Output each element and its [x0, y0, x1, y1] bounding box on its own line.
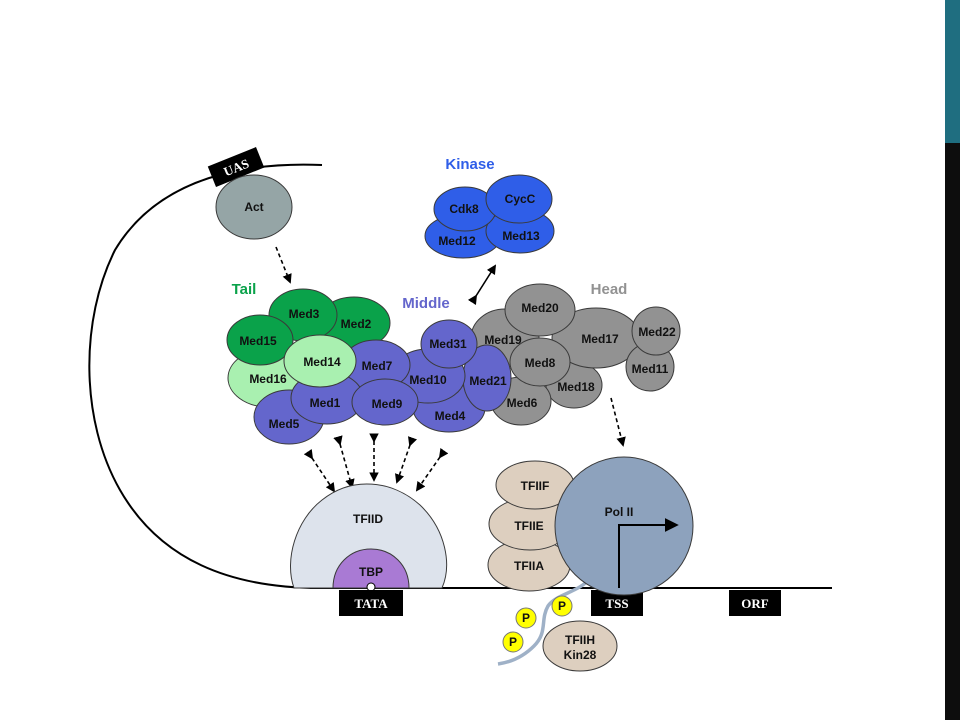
med9-label: Med9: [372, 397, 403, 411]
tfiif-label: TFIIF: [521, 479, 550, 493]
orf-label: ORF: [741, 596, 769, 611]
head-group-label: Head: [591, 281, 628, 298]
uas-element: UAS: [207, 147, 265, 187]
tfiid: TFIID TBP: [290, 483, 448, 592]
middle-group-label: Middle: [402, 295, 450, 312]
med2-label: Med2: [341, 317, 372, 331]
med15-bubble: [226, 314, 294, 366]
med18-label: Med18: [557, 380, 595, 394]
orf-element: ORF: [729, 590, 781, 616]
pol2-label: Pol II: [605, 505, 634, 519]
kinase-group-label: Kinase: [445, 156, 494, 173]
phospho-label: P: [509, 635, 517, 649]
tss-label: TSS: [605, 596, 628, 611]
act-oval: [215, 174, 293, 240]
tfiie-label: TFIIE: [514, 519, 543, 533]
med4-label: Med4: [435, 409, 466, 423]
med8-label: Med8: [525, 356, 556, 370]
sidebar-accent-bar: [945, 0, 960, 143]
med13-label: Med13: [502, 229, 540, 243]
act-label: Act: [244, 200, 263, 214]
tfiia-label: TFIIA: [514, 559, 544, 573]
med9-bubble: [351, 378, 419, 426]
kinase-core-arrow: [467, 264, 497, 306]
cycc-bubble: [485, 174, 553, 224]
tfiid-label: TFIID: [353, 512, 383, 526]
med21-label: Med21: [469, 374, 507, 388]
med14-bubble: [283, 334, 357, 388]
tbp-dna-hole: [366, 582, 376, 592]
med3-label: Med3: [289, 307, 320, 321]
tss-transcription-arrow: [618, 518, 679, 588]
tfiih-bubble: [542, 620, 618, 672]
phospho-dot: [502, 631, 524, 653]
tfiid-dome: [290, 483, 448, 589]
tbp-label: TBP: [359, 565, 383, 579]
med31-bubble: [420, 319, 478, 369]
phospho-label: P: [522, 611, 530, 625]
pol2: Pol II: [554, 456, 694, 596]
cdk8-label: Cdk8: [449, 202, 479, 216]
phospho-dot: [551, 595, 573, 617]
med7-label: Med7: [362, 359, 393, 373]
med17-label: Med17: [581, 332, 619, 346]
kinase-module: Med12 Med13 Cdk8 CycC: [424, 174, 555, 259]
med12-label: Med12: [438, 234, 476, 248]
middle-module: Med3 Med2 Med15 Med16 Med14 Med7 Med1 Me…: [239, 307, 512, 445]
head-to-pol2-arrow: [610, 397, 626, 447]
med1-label: Med1: [310, 396, 341, 410]
med15-label: Med15: [239, 334, 277, 348]
cycc-label: CycC: [505, 192, 536, 206]
pol2-ctd-tail: [497, 576, 592, 666]
med31-label: Med31: [429, 337, 467, 351]
dna-loop: [88, 163, 323, 589]
med5-label: Med5: [269, 417, 300, 431]
phospho-label: P: [558, 599, 566, 613]
med22-label: Med22: [638, 325, 676, 339]
act-to-tail-arrow: [275, 246, 292, 284]
phospho-groups: P P P: [502, 595, 573, 653]
activator: Act: [215, 174, 293, 240]
tfiih-label: TFIIH: [565, 633, 595, 647]
med16-label: Med16: [249, 372, 287, 386]
tata-label: TATA: [354, 596, 388, 611]
med6-label: Med6: [507, 396, 538, 410]
sidebar-dark-bar: [945, 143, 960, 720]
med10-label: Med10: [409, 373, 447, 387]
med20-label: Med20: [521, 301, 559, 315]
tail-group-label: Tail: [232, 281, 257, 298]
med22-bubble: [631, 306, 681, 356]
kin28-label: Kin28: [564, 648, 597, 662]
phospho-dot: [515, 607, 537, 629]
tata-element: TATA: [339, 590, 403, 616]
med14-label: Med14: [303, 355, 341, 369]
tfiih: TFIIH Kin28: [542, 620, 618, 672]
med8-bubble: [509, 337, 571, 387]
mediator-tfiid-arrows: [303, 433, 449, 493]
tbp-shape: [332, 548, 410, 589]
med20-bubble: [504, 283, 576, 337]
general-transcription-factors: TFIIF TFIIE TFIIA: [487, 460, 575, 592]
med19-label: Med19: [484, 333, 522, 347]
med11-label: Med11: [632, 362, 669, 376]
